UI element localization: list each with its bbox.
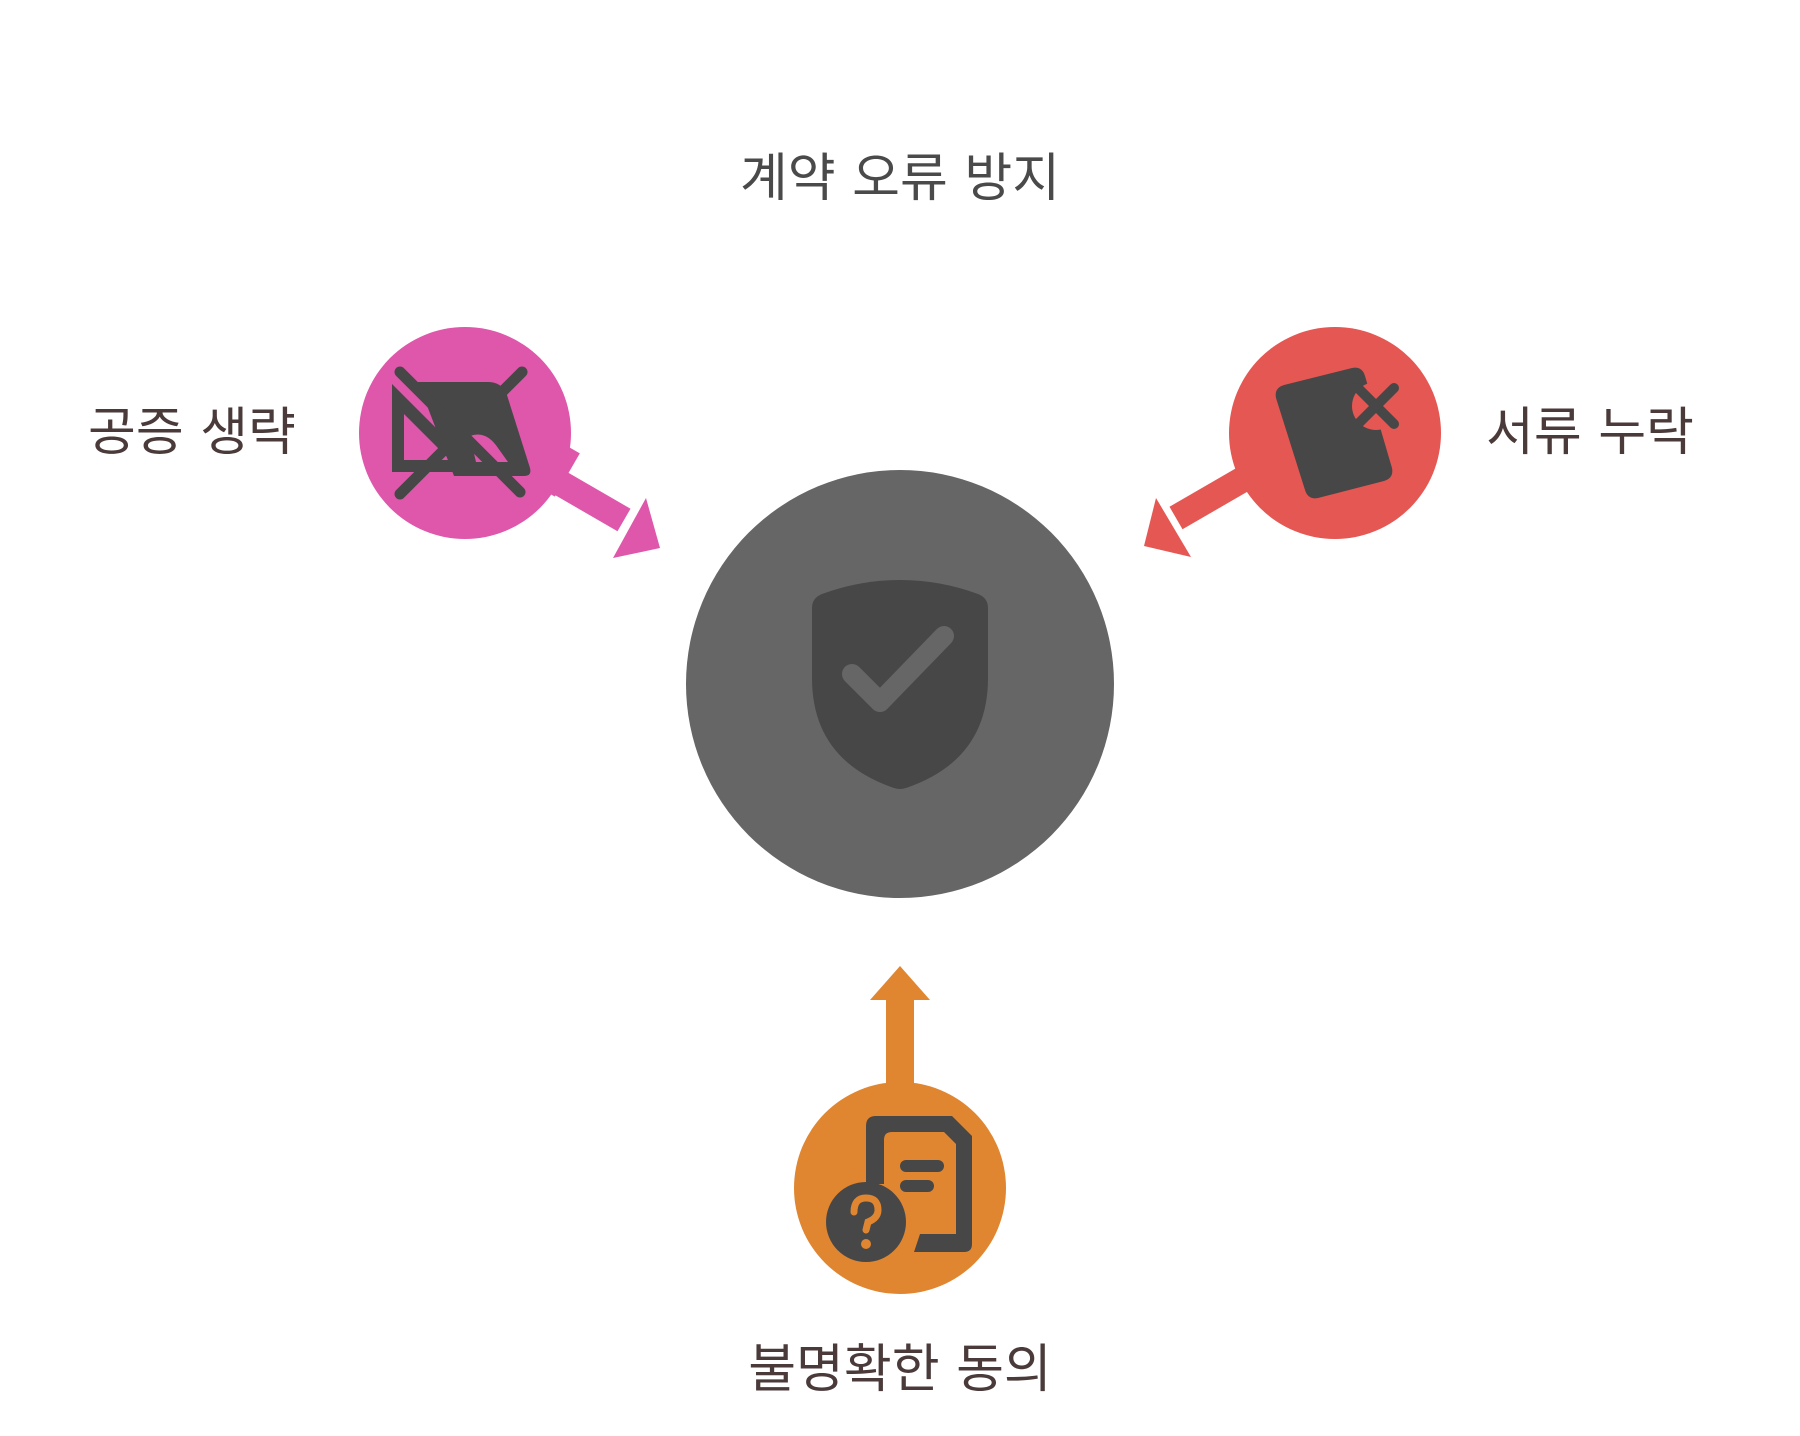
arrow-omitted-notarization (541, 464, 660, 558)
node-label-missing-documents: 서류 누락 (1486, 403, 1694, 463)
document-question-icon (826, 1116, 972, 1262)
center-node (686, 470, 1114, 898)
node-label-unclear-consent: 불명확한 동의 (748, 1340, 1052, 1400)
node-circle (794, 1082, 1006, 1294)
arrow-missing-documents (1144, 462, 1259, 557)
node-missing-documents (1229, 327, 1441, 539)
diagram-title: 계약 오류 방지 (740, 149, 1060, 209)
node-unclear-consent (794, 1082, 1006, 1294)
no-notary-stamp-icon (392, 366, 531, 500)
node-omitted-notarization (359, 327, 580, 539)
node-label-omitted-notarization: 공증 생략 (88, 403, 296, 463)
arrow-unclear-consent (870, 966, 930, 1092)
document-missing-icon (1275, 367, 1400, 499)
shield-check-icon (812, 580, 988, 789)
